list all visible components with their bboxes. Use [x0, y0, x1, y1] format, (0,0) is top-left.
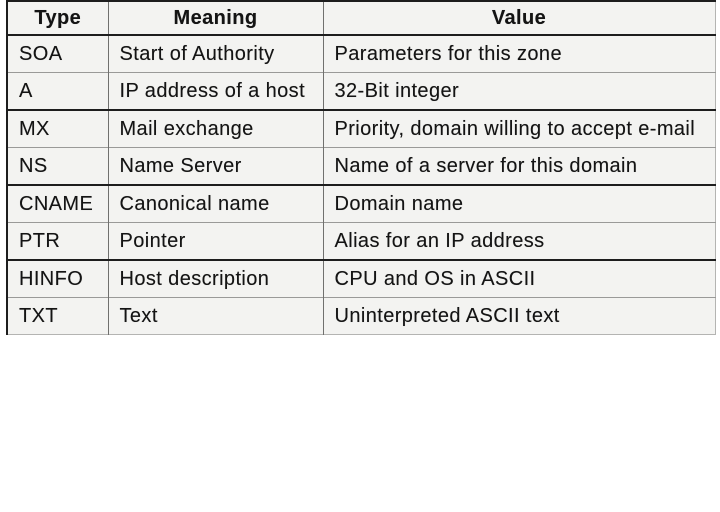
- cell-type: SOA: [19, 42, 63, 65]
- table-header-row: Type Meaning Value: [7, 1, 715, 35]
- cell-type: HINFO: [19, 267, 84, 290]
- cell-meaning: Text: [107, 297, 323, 335]
- cell-meaning: Canonical name: [107, 185, 323, 223]
- cell-type: CNAME: [19, 192, 94, 215]
- table-row-mx: MX Mail exchange Priority, domain willin…: [7, 110, 715, 148]
- column-header-meaning: Meaning: [107, 1, 323, 35]
- table-row-hinfo: HINFO Host description CPU and OS in ASC…: [7, 260, 715, 298]
- cell-value: 32-Bit integer: [322, 72, 715, 110]
- cell-meaning: IP address of a host: [107, 72, 323, 110]
- cell-value: Uninterpreted ASCII text: [322, 297, 715, 335]
- table-row-soa: SOA Start of Authority Parameters for th…: [7, 35, 715, 73]
- cell-value: Name of a server for this domain: [322, 147, 715, 185]
- cell-value: Parameters for this zone: [322, 35, 715, 73]
- column-header-type: Type: [34, 6, 82, 29]
- cell-type: TXT: [19, 304, 58, 327]
- cell-meaning: Pointer: [107, 222, 323, 260]
- cell-value: Domain name: [322, 185, 715, 223]
- dns-record-types-table: Type Meaning Value SOA Start of Authorit…: [6, 0, 716, 335]
- cell-value: Alias for an IP address: [322, 222, 715, 260]
- cell-type: MX: [19, 117, 50, 140]
- cell-meaning: Mail exchange: [107, 110, 323, 148]
- table-row-ptr: PTR Pointer Alias for an IP address: [7, 222, 715, 260]
- cell-value: Priority, domain willing to accept e-mai…: [322, 110, 715, 148]
- cell-type: NS: [19, 154, 48, 177]
- table-row-cname: CNAME Canonical name Domain name: [7, 185, 715, 223]
- cell-type: PTR: [19, 229, 61, 252]
- table-row-ns: NS Name Server Name of a server for this…: [7, 147, 715, 185]
- table-row-txt: TXT Text Uninterpreted ASCII text: [7, 297, 715, 335]
- cell-value: CPU and OS in ASCII: [322, 260, 715, 298]
- table-row-a: A IP address of a host 32-Bit integer: [7, 72, 715, 110]
- cell-meaning: Name Server: [107, 147, 323, 185]
- cell-meaning: Host description: [107, 260, 323, 298]
- cell-meaning: Start of Authority: [107, 35, 323, 73]
- cell-type: A: [19, 79, 33, 102]
- column-header-value: Value: [322, 1, 715, 35]
